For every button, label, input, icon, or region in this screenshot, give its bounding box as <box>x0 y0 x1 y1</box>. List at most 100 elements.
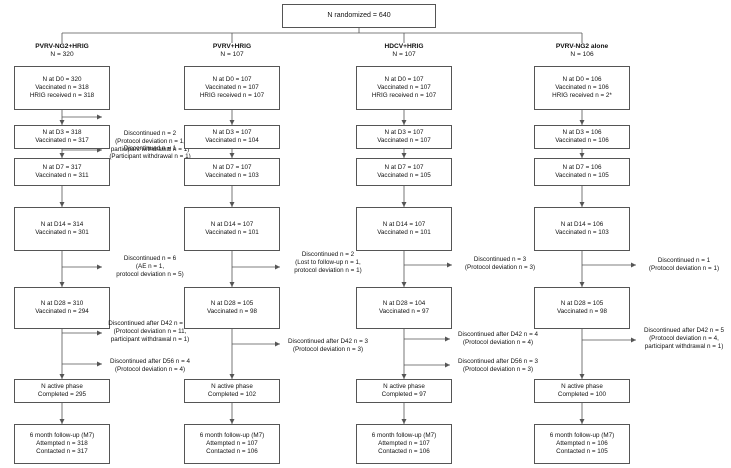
box-line: N at D3 = 106 <box>562 128 602 136</box>
discontinued-note: Discontinued n = 3(Protocol deviation n … <box>465 256 535 272</box>
note-line: Discontinued n = 6 <box>123 255 177 262</box>
note-line: Discontinued n = 3 <box>473 256 527 263</box>
box-line: N at D7 = 107 <box>212 163 252 171</box>
note-line: (Protocol deviation n = 1) <box>648 265 720 273</box>
note-line: (Protocol deviation n = 1, <box>115 138 185 146</box>
randomized-label: N randomized = 640 <box>327 12 391 20</box>
box-line: Vaccinated n = 311 <box>35 172 89 179</box>
box-line: Vaccinated n = 107 <box>205 83 259 91</box>
note-line: (Protocol deviation n = 11, <box>113 328 187 336</box>
box-line: N at D0 = 107 <box>212 75 252 83</box>
note-line: (Lost to follow-up n = 1, <box>295 259 361 267</box>
box-line: Contacted n = 106 <box>206 448 258 456</box>
note-line: Discontinued after D42 n = 5 <box>644 327 724 334</box>
discontinued-note: Discontinued n = 6(AE n = 1,protocol dev… <box>116 255 183 280</box>
box-line: N active phase <box>41 382 83 390</box>
arm-title: PVRV+HRIG <box>212 43 252 50</box>
box-line: N at D0 = 107 <box>384 75 424 83</box>
box-line: Vaccinated n = 98 <box>556 308 608 315</box>
note-line: (AE n = 1, <box>135 263 165 271</box>
box-line: N at D28 = 310 <box>40 299 84 307</box>
discontinued-note: Discontinued n = 1(Participant withdrawa… <box>109 145 190 161</box>
box-line: N active phase <box>211 382 253 390</box>
note-line: Discontinued after D56 n = 3 <box>458 358 538 365</box>
discontinued-note: Discontinued after D42 n = 5(Protocol de… <box>644 327 724 352</box>
discontinued-note: Discontinued n = 2(Lost to follow-up n =… <box>294 251 361 276</box>
box-line: 6 month follow-up (M7) <box>371 431 437 439</box>
box-line: N at D7 = 106 <box>562 163 602 171</box>
box-line: N active phase <box>561 382 603 390</box>
box-line: N at D14 = 107 <box>382 220 426 228</box>
box-line: N at D28 = 105 <box>210 299 254 307</box>
box-line: Vaccinated n = 106 <box>555 83 609 91</box>
box-line: HRIG received n = 107 <box>371 92 437 100</box>
box-line: Completed = 100 <box>557 391 607 398</box>
box-line: Vaccinated n = 97 <box>378 308 430 315</box>
box-line: Contacted n = 106 <box>378 448 430 456</box>
box-line: HRIG received n = 107 <box>199 92 265 100</box>
note-line: (Protocol deviation n = 4) <box>462 339 534 347</box>
note-line: (Protocol deviation n = 3) <box>292 346 364 354</box>
discontinued-note: Discontinued after D56 n = 3(Protocol de… <box>458 358 538 374</box>
discontinued-note: Discontinued n = 2(Protocol deviation n … <box>111 130 190 155</box>
arm-title: PVRV-NG2+HRIG <box>35 43 89 50</box>
note-line: participant withdrawal n = 1) <box>644 343 724 351</box>
box-line: HRIG received n = 318 <box>29 92 95 100</box>
box-line: Vaccinated n = 101 <box>377 229 431 236</box>
box-line: N at D3 = 107 <box>212 128 252 136</box>
box-line: N at D3 = 107 <box>384 128 424 136</box>
box-line: Vaccinated n = 106 <box>555 137 609 144</box>
note-line: Discontinued n = 2 <box>301 251 355 258</box>
note-line: Discontinued n = 1 <box>123 145 177 152</box>
box-line: Contacted n = 317 <box>36 448 88 456</box>
arm-title: HDCV+HRIG <box>384 43 424 50</box>
note-line: (Protocol deviation n = 3) <box>462 366 534 374</box>
box-line: Vaccinated n = 301 <box>35 229 89 236</box>
box-line: Contacted n = 105 <box>556 448 608 456</box>
box-line: Vaccinated n = 101 <box>205 229 259 236</box>
note-line: Discontinued after D56 n = 4 <box>110 358 190 365</box>
discontinued-note: Discontinued after D42 n = 3(Protocol de… <box>288 338 368 354</box>
box-line: N at D28 = 105 <box>560 299 604 307</box>
box-line: Vaccinated n = 105 <box>555 172 609 179</box>
arm-count: N = 320 <box>50 51 74 59</box>
box-line: Vaccinated n = 103 <box>555 229 609 236</box>
box-line: Vaccinated n = 105 <box>377 172 431 179</box>
note-line: Discontinued n = 2 <box>123 130 177 137</box>
note-line: protocol deviation n = 1) <box>294 267 362 275</box>
box-line: HRIG received n = 2* <box>552 92 612 100</box>
box-line: Vaccinated n = 103 <box>205 172 259 179</box>
box-line: Vaccinated n = 107 <box>377 137 431 144</box>
box-line: Attempted n = 318 <box>36 439 88 447</box>
box-line: Vaccinated n = 318 <box>35 83 89 91</box>
box-line: 6 month follow-up (M7) <box>549 431 615 439</box>
box-line: N at D7 = 107 <box>384 163 424 171</box>
discontinued-note: Discontinued after D42 n = 12(Protocol d… <box>108 320 192 345</box>
arm-title: PVRV-NG2 alone <box>555 43 609 50</box>
arm-count: N = 106 <box>570 51 594 59</box>
